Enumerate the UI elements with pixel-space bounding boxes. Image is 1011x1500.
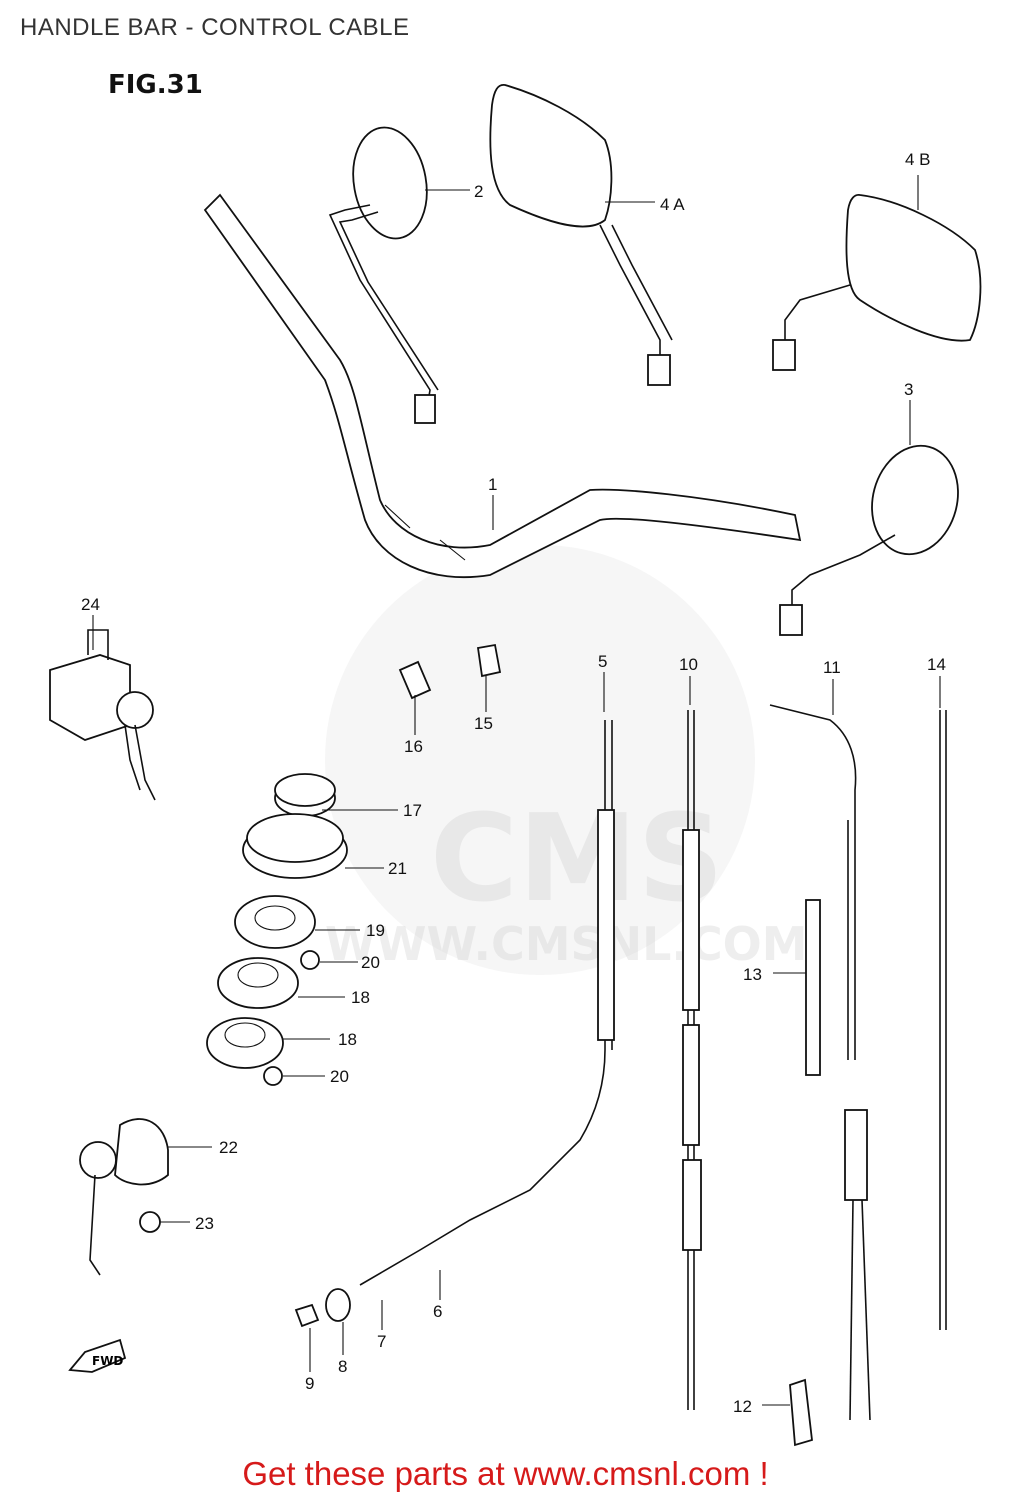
cable-14: [939, 710, 947, 1330]
callout-21: 21: [388, 859, 407, 878]
cable-boot: [789, 1378, 813, 1447]
callout-23: 23: [195, 1214, 214, 1233]
callout-11: 11: [823, 658, 841, 677]
cable-5: [359, 720, 615, 1286]
mirror-rect-left: [489, 84, 673, 386]
callout-24: 24: [81, 595, 100, 614]
callout-numbers: 2 4 A 4 B 3 1 24 5 10 11 14 16 15 17 21 …: [81, 150, 946, 1416]
callout-22: 22: [219, 1138, 238, 1157]
callout-10: 10: [679, 655, 698, 674]
handle-bar: [203, 193, 802, 579]
forward-arrow: FWD: [68, 1338, 127, 1373]
page-title: HANDLE BAR - CONTROL CABLE: [20, 14, 410, 41]
ignition-switch: [79, 1118, 169, 1276]
cable-clips: [398, 643, 502, 700]
callout-18a: 18: [351, 988, 370, 1007]
watermark-brand: CMS: [430, 790, 724, 929]
cable-11: [769, 704, 871, 1421]
callout-8: 8: [338, 1357, 347, 1376]
nut-9: [294, 1303, 320, 1328]
callout-6: 6: [433, 1302, 442, 1321]
handlebar-lock: [49, 629, 156, 801]
mirror-rect-right: [772, 193, 982, 371]
callout-15: 15: [474, 714, 493, 733]
mirror-round-left: [328, 126, 439, 424]
callout-9: 9: [305, 1374, 314, 1393]
mirror-round-right: [779, 444, 959, 636]
cable-13: [805, 899, 821, 1076]
callout-16: 16: [404, 737, 423, 756]
callout-20a: 20: [361, 953, 380, 972]
footer-link[interactable]: Get these parts at www.cmsnl.com !: [242, 1455, 769, 1492]
callout-18b: 18: [338, 1030, 357, 1049]
callout-20b: 20: [330, 1067, 349, 1086]
callout-12: 12: [733, 1397, 752, 1416]
callout-4a: 4 A: [660, 195, 685, 214]
callout-3: 3: [904, 380, 913, 399]
callout-1: 1: [488, 475, 497, 494]
fwd-label: FWD: [92, 1354, 123, 1368]
callout-2: 2: [474, 182, 483, 201]
callout-4b: 4 B: [905, 150, 931, 169]
leader-lines: [92, 175, 941, 1406]
callout-17: 17: [403, 801, 422, 820]
figure-number: FIG.31: [108, 70, 203, 100]
cms-watermark: CMS WWW.CMSNL.COM: [325, 545, 808, 975]
cable-10: [682, 710, 702, 1410]
callout-5: 5: [598, 652, 607, 671]
callout-19: 19: [366, 921, 385, 940]
bushing-stack: [206, 773, 348, 1086]
callout-7: 7: [377, 1332, 386, 1351]
callout-14: 14: [927, 655, 946, 674]
callout-13: 13: [743, 965, 762, 984]
watermark-url: WWW.CMSNL.COM: [325, 917, 808, 971]
nut-8: [325, 1288, 351, 1322]
